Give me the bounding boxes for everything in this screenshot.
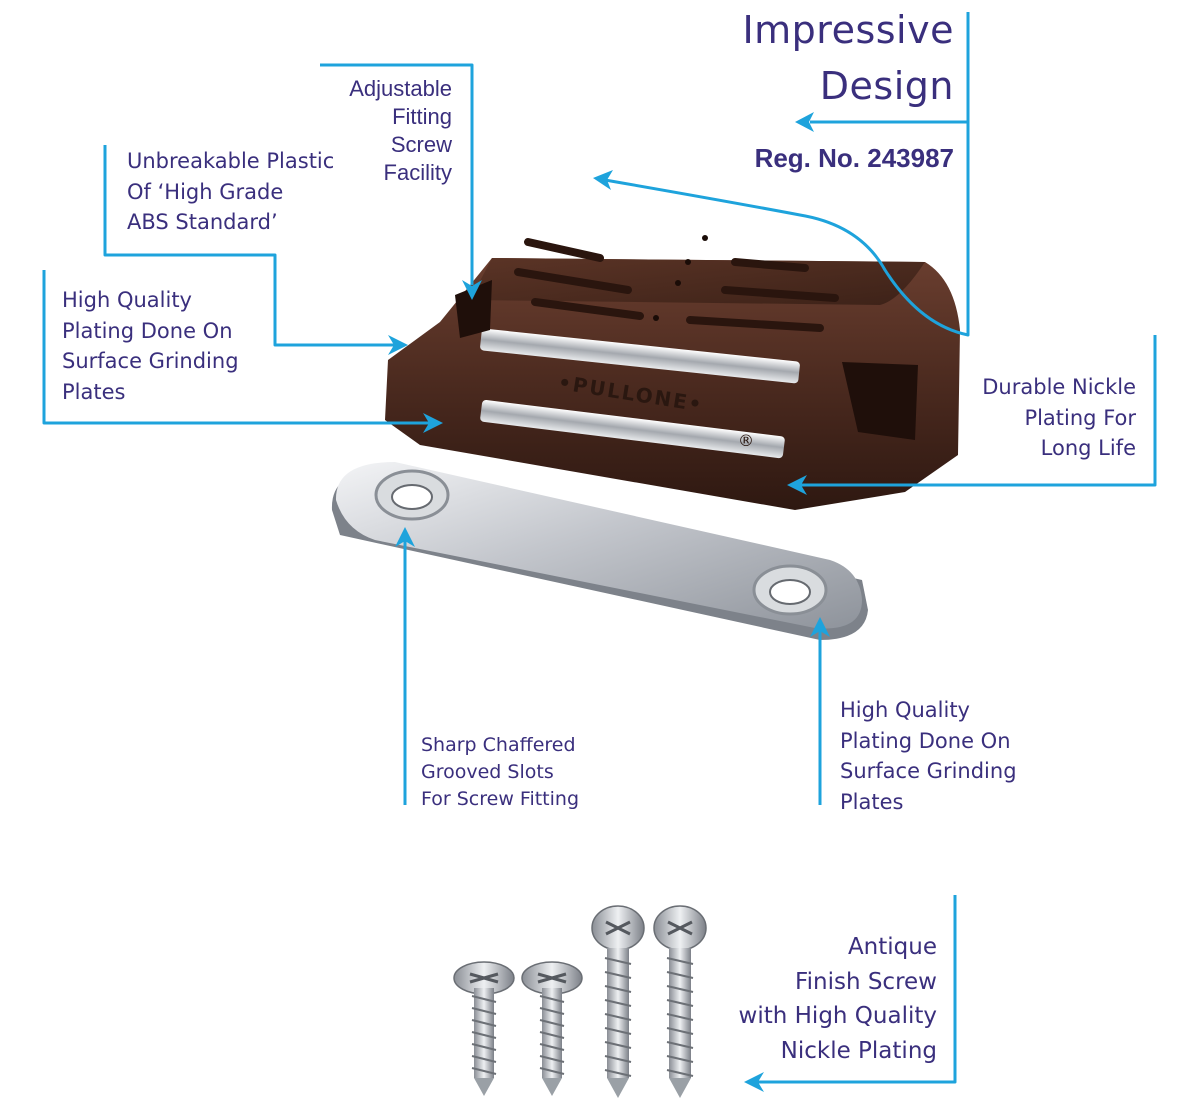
callout-line: Grooved Slots [421,761,554,783]
arrow-icon [423,413,443,433]
arrow-icon [388,335,408,355]
callout-line: Screw [390,132,452,157]
callout-line: Finish Screw [795,968,937,995]
leader-nickle-plating [800,335,1157,487]
callout-line: Plating For [1024,405,1136,430]
arrow-icon [462,280,482,300]
arrow-icon [395,527,415,547]
callout-line: Of ‘High Grade [127,179,284,204]
callout-line: Long Life [1040,436,1136,460]
callout-screw-finish: Antique Finish Screw with High Quality N… [739,930,937,1068]
callout-line: with High Quality [738,1003,937,1029]
callout-line: Plating Done On [62,318,233,343]
callout-line: Plating Done On [840,728,1011,753]
arrow-icon [795,112,814,132]
screws-image [453,905,707,1098]
callout-line: Antique [847,934,937,960]
leader-screw-finish [758,895,957,1084]
trademark-mark: ® [738,431,754,450]
leader-lines [42,12,1157,1084]
callout-line: Surface Grinding [62,349,239,373]
arrow-icon [744,1072,764,1092]
design-heading-line: Design [819,64,954,108]
arrow-icon [593,170,613,190]
striker-plate-image [331,462,868,640]
arrow-icon [810,617,830,637]
callout-line: For Screw Fitting [421,788,580,810]
design-heading-line: Impressive [742,8,954,52]
callout-nickle-plating: Durable Nickle Plating For Long Life [982,372,1136,464]
callout-line: Facility [383,160,452,185]
callout-line: Adjustable [349,76,452,101]
leader-adjustable-screw [320,63,474,285]
callout-line: Fitting [392,104,452,129]
leader-abs-plastic [103,145,395,347]
arrow-heads [388,112,830,1092]
design-heading: Impressive Design [742,2,954,114]
callout-line: High Quality [62,288,192,312]
callout-line: High Quality [840,698,970,722]
callout-adjustable-screw: Adjustable Fitting Screw Facility [349,75,452,187]
magnetic-catch-image: •PULLONE• ® [385,235,960,510]
registration-number: Reg. No. 243987 [754,143,954,173]
callout-abs-plastic: Unbreakable Plastic Of ‘High Grade ABS S… [127,146,334,238]
callout-line: Unbreakable Plastic [127,149,335,173]
callout-line: ABS Standard’ [127,210,278,234]
leader-plating-left [42,270,430,425]
leader-design [604,12,970,337]
callout-plating-bottom: High Quality Plating Done On Surface Gri… [840,695,1017,817]
callout-line: Nickle Plating [780,1037,937,1064]
callout-line: Sharp Chaffered [421,734,576,756]
callout-line: Durable Nickle [982,375,1136,399]
callout-line: Plates [62,379,126,404]
callout-line: Surface Grinding [840,759,1017,783]
arrow-icon [787,475,807,495]
callout-line: Plates [840,789,904,814]
callout-grooved-slots: Sharp Chaffered Grooved Slots For Screw … [421,732,579,813]
callout-plating-left: High Quality Plating Done On Surface Gri… [62,285,239,407]
